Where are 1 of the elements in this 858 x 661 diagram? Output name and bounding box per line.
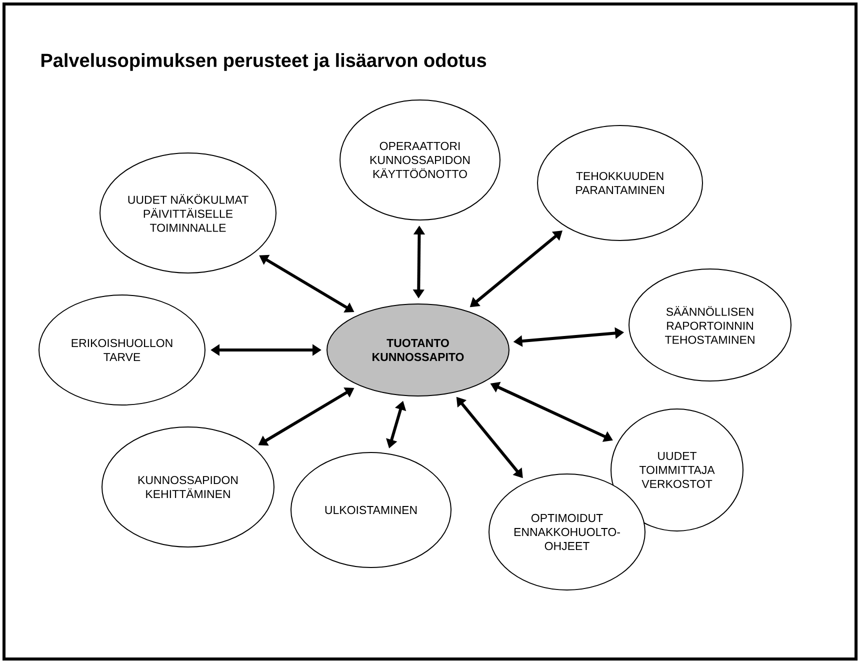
title: Palvelusopimuksen perusteet ja lisäarvon odotus xyxy=(41,53,486,71)
